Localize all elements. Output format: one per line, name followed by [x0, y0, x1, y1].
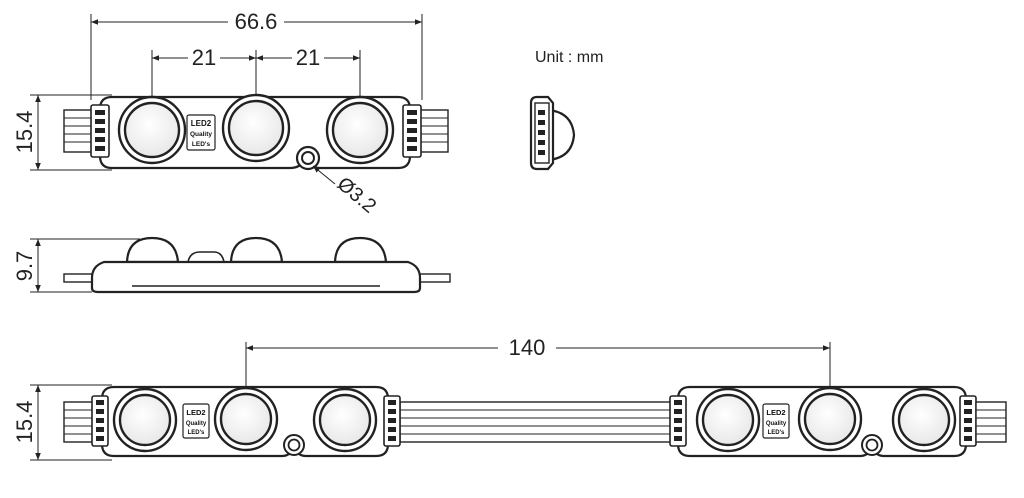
wire-stub-left [63, 109, 93, 153]
unit-label: Unit : mm [535, 49, 603, 66]
top-view-module: 66.6 21 21 15.4 [12, 9, 449, 218]
svg-text:Quality: Quality [190, 131, 212, 138]
led-lens-3 [325, 95, 395, 165]
mounting-hole [295, 145, 321, 171]
dim-mounting-hole: Ø3.2 [333, 173, 380, 218]
chain-module-b: LED2 Quality LED's [669, 385, 977, 458]
svg-text:Quality: Quality [766, 421, 787, 427]
led-lens-2 [221, 93, 291, 163]
connecting-wires [399, 401, 673, 443]
chain-module-a: LED2 Quality LED's [91, 385, 401, 458]
dim-module-width-top: 15.4 [12, 111, 37, 154]
end-view-module [529, 95, 576, 171]
dim-module-spacing: 140 [509, 335, 546, 360]
chain-view: 140 15.4 [12, 334, 1007, 461]
svg-text:Quality: Quality [186, 421, 207, 427]
dim-led-pitch-left: 21 [192, 45, 216, 70]
svg-text:LED2: LED2 [186, 408, 205, 417]
svg-text:LED's: LED's [768, 430, 785, 436]
dim-module-height-side: 9.7 [12, 251, 37, 282]
dim-led-pitch-right: 21 [296, 45, 320, 70]
svg-text:LED2: LED2 [766, 408, 785, 417]
svg-text:LED's: LED's [192, 141, 211, 148]
side-view-module: 9.7 [12, 236, 451, 294]
brand-label: LED2 Quality LED's [186, 114, 216, 151]
svg-text:LED's: LED's [188, 430, 205, 436]
dim-overall-length: 66.6 [235, 9, 278, 34]
dim-module-width-bottom: 15.4 [12, 401, 37, 444]
led-lens-1 [117, 95, 187, 165]
svg-text:LED2: LED2 [191, 119, 212, 128]
wire-stub-right [419, 109, 449, 153]
